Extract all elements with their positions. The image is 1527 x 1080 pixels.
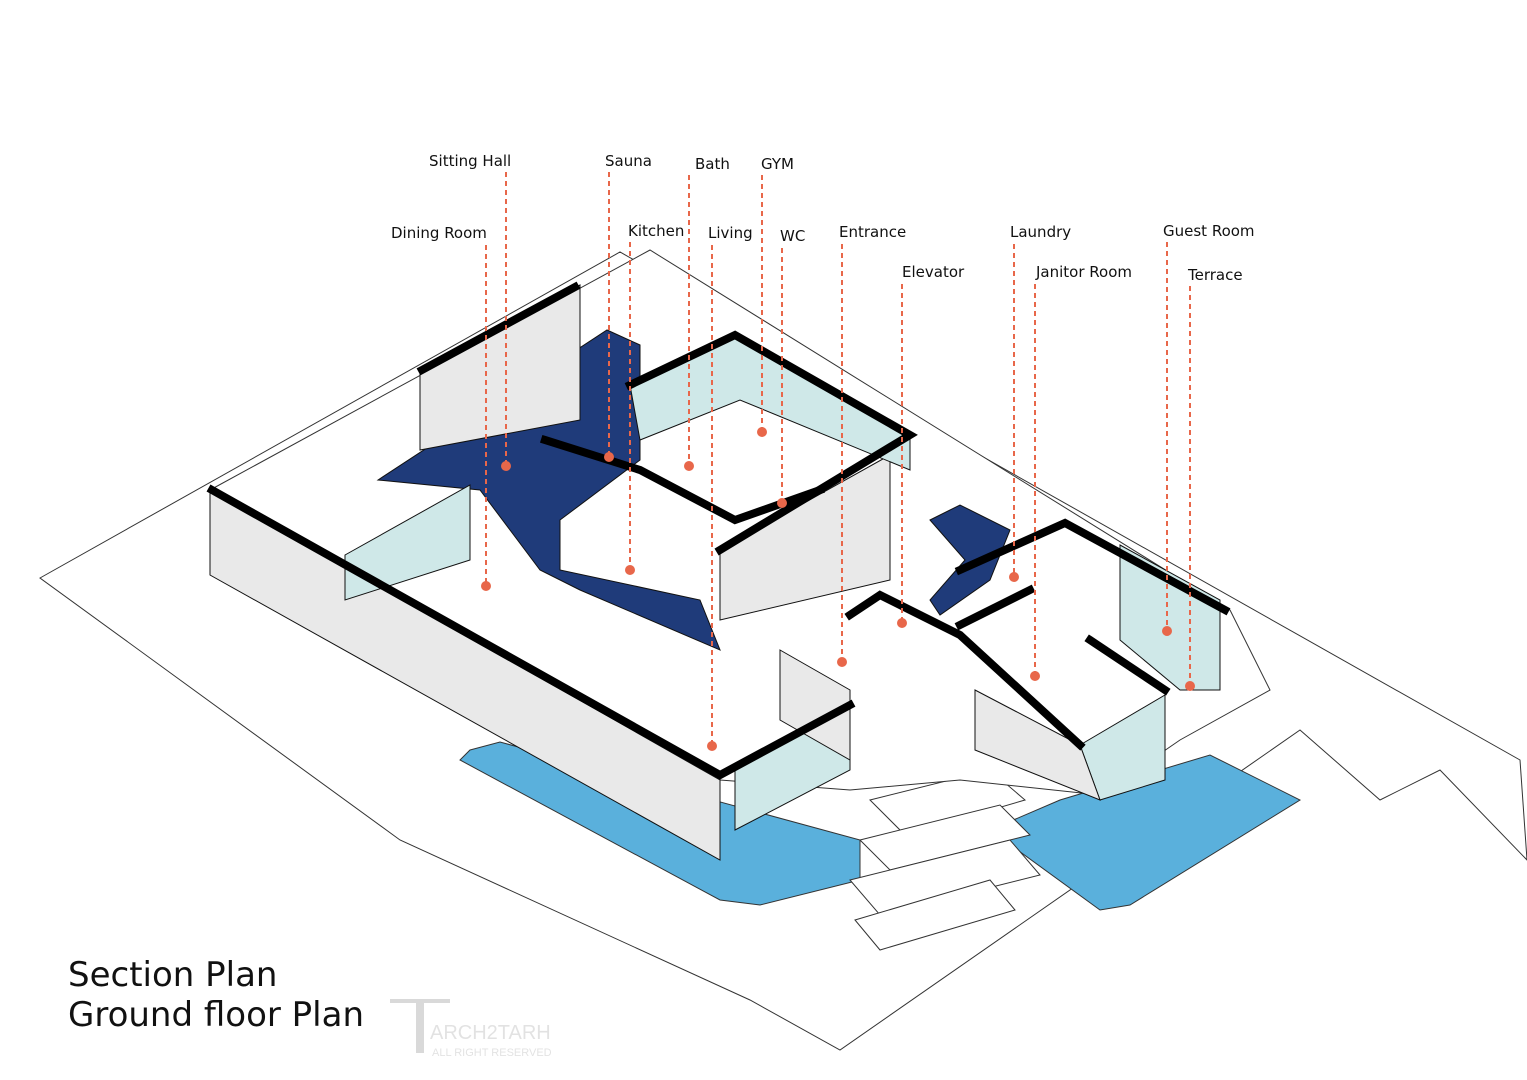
- label-elevator: Elevator: [902, 263, 965, 281]
- label-kitchen: Kitchen: [628, 222, 684, 240]
- title-line-1: Section Plan: [68, 955, 278, 995]
- label-terrace: Terrace: [1187, 266, 1243, 284]
- walls: [209, 284, 1221, 861]
- label-dining-room: Dining Room: [391, 224, 487, 242]
- wall-tops: [206, 281, 1231, 780]
- entrance-steps: [849, 769, 1041, 951]
- label-gym: GYM: [761, 155, 794, 173]
- label-entrance: Entrance: [839, 223, 906, 241]
- label-sitting-hall: Sitting Hall: [429, 152, 511, 170]
- label-wc: WC: [780, 227, 805, 245]
- label-guest-room: Guest Room: [1163, 222, 1255, 240]
- room-markers: [481, 172, 1195, 751]
- title-line-2: Ground floor Plan: [68, 995, 365, 1035]
- label-bath: Bath: [695, 155, 730, 173]
- watermark-brand: ARCH2TARH: [430, 1022, 551, 1044]
- label-janitor-room: Janitor Room: [1035, 263, 1132, 281]
- pool-right: [988, 754, 1302, 911]
- watermark-rights: ALL RIGHT RESERVED: [432, 1047, 552, 1059]
- label-sauna: Sauna: [605, 152, 652, 170]
- label-laundry: Laundry: [1010, 223, 1071, 241]
- watermark-logo: ARCH2TARH ALL RIGHT RESERVED: [390, 999, 552, 1059]
- label-living: Living: [708, 224, 753, 242]
